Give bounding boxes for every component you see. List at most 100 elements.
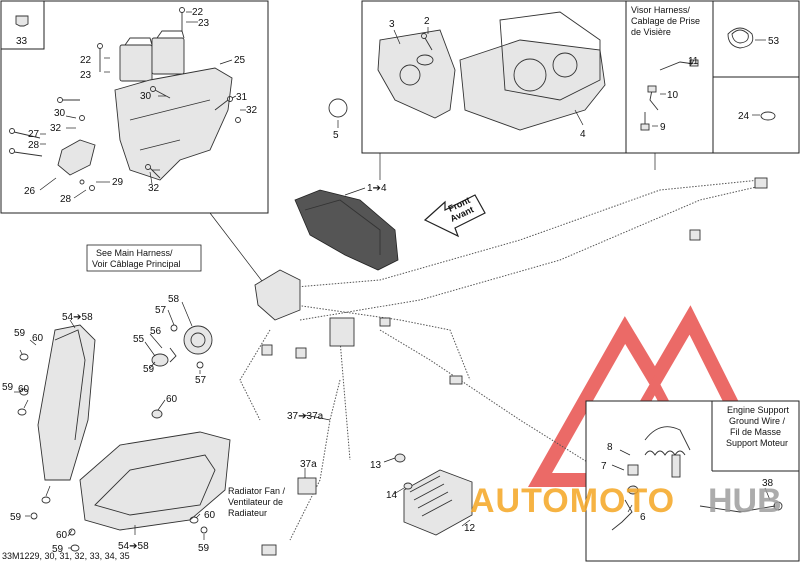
callout-54-58: 54➔58	[118, 541, 149, 552]
radiator-fan-harness: 37➔37a 37a Radiator Fan / Ventilateur de…	[228, 411, 331, 556]
left-headlamp: 54➔58	[37, 312, 96, 481]
callout-59: 59	[52, 544, 64, 555]
callout-32: 32	[246, 105, 258, 116]
callout-1-4: 1➔4	[367, 183, 387, 194]
headlamp-icon	[79, 431, 231, 531]
callout-9: 9	[660, 122, 666, 133]
fasteners: 59 60 59 60 59 60 59 60 59	[2, 328, 216, 555]
callout-60: 60	[204, 510, 216, 521]
gasket-icon	[328, 98, 348, 118]
headlamp-icon	[37, 324, 96, 481]
relay-icon	[151, 37, 185, 75]
callout-4: 4	[580, 129, 586, 140]
figure-code: 33M1229, 30, 31, 32, 33, 34, 35	[2, 551, 130, 561]
svg-text:HUB: HUB	[708, 482, 782, 520]
relay-icon	[119, 44, 153, 82]
ground-wire-icon	[699, 505, 776, 513]
callout-23: 23	[198, 18, 210, 29]
callout-26: 26	[24, 186, 36, 197]
callout-56: 56	[150, 326, 162, 337]
bracket-icon	[114, 67, 233, 181]
callout-2: 2	[424, 16, 430, 27]
right-headlamp: 54➔58	[79, 431, 231, 552]
callout-25: 25	[234, 55, 246, 66]
callout-22: 22	[80, 55, 92, 66]
callout-22: 22	[192, 7, 204, 18]
callout-60: 60	[32, 333, 44, 344]
coiled-cable-icon	[644, 450, 686, 456]
callout-32: 32	[148, 183, 160, 194]
callout-60: 60	[56, 530, 68, 541]
callout-3: 3	[389, 19, 395, 30]
ground-wire-label: Engine Support	[727, 405, 790, 415]
callout-60: 60	[18, 384, 30, 395]
callout-32: 32	[50, 123, 62, 134]
ground-wire-label: Fil de Masse	[730, 427, 781, 437]
callout-33: 33	[16, 36, 28, 47]
callout-24: 24	[738, 111, 750, 122]
callout-59: 59	[143, 364, 155, 375]
cover-icon	[183, 325, 213, 355]
harness-wire-icon	[659, 61, 695, 71]
callout-28: 28	[60, 194, 72, 205]
ground-wire-label: Support Moteur	[726, 438, 788, 448]
radiator-fan-label: Ventilateur de	[228, 497, 283, 507]
callout-6: 6	[640, 512, 646, 523]
radiator-fan-label: Radiateur	[228, 508, 267, 518]
grommet-icon	[727, 27, 754, 49]
callout-59: 59	[14, 328, 26, 339]
front-arrow: Front Avant	[423, 194, 486, 238]
callout-13: 13	[370, 460, 382, 471]
bulb-assembly: 57 58 56 55 59 57 60	[133, 294, 213, 419]
callout-37a: 37a	[300, 459, 317, 470]
callout-31: 31	[236, 92, 248, 103]
callout-37-37a: 37➔37a	[287, 411, 324, 422]
main-gauge: 1➔4	[294, 183, 399, 271]
ground-wire-label: Ground Wire /	[729, 416, 786, 426]
connector-icon	[297, 477, 317, 495]
callout-8: 8	[607, 442, 613, 453]
callout-30: 30	[140, 91, 152, 102]
watermark-text: AUTOMOTO HUB	[470, 482, 782, 520]
callout-38: 38	[762, 478, 774, 489]
main-harness	[239, 177, 768, 541]
callout-28: 28	[28, 140, 40, 151]
callout-10: 10	[667, 90, 679, 101]
inset-ground-wire: Engine Support Ground Wire / Fil de Mass…	[585, 400, 800, 562]
callout-59: 59	[10, 512, 22, 523]
callout-7: 7	[601, 461, 607, 472]
regulator-icon	[403, 469, 473, 536]
callout-14: 14	[386, 490, 398, 501]
callout-23: 23	[80, 70, 92, 81]
visor-harness-label: Cablage de Prise	[631, 16, 700, 26]
callout-12: 12	[464, 523, 476, 534]
inset-part-53: 53	[712, 0, 800, 78]
junction-box-icon	[254, 269, 301, 321]
callout-59: 59	[2, 382, 14, 393]
callout-60: 60	[166, 394, 178, 405]
callout-54-58: 54➔58	[62, 312, 93, 323]
inset-gauge-cluster: 3 2 4 5	[328, 0, 627, 154]
main-harness-label: Voir Câblage Principal	[92, 259, 181, 269]
main-harness-note: See Main Harness/ Voir Câblage Principal	[86, 244, 202, 272]
connector-icon	[261, 544, 277, 556]
clip-icon	[760, 111, 776, 121]
callout-53: 53	[768, 36, 780, 47]
callout-57: 57	[155, 305, 167, 316]
connector-icon	[15, 15, 29, 27]
small-bracket-icon	[57, 139, 96, 176]
radiator-fan-label: Radiator Fan /	[228, 486, 286, 496]
visor-harness-label: Visor Harness/	[631, 5, 690, 15]
inset-part-24: 24	[712, 76, 800, 154]
main-harness-label: See Main Harness/	[96, 248, 173, 258]
gauge-housing-icon	[459, 39, 606, 131]
callout-57: 57	[195, 375, 207, 386]
callout-29: 29	[112, 177, 124, 188]
callout-58: 58	[168, 294, 180, 305]
callout-30: 30	[54, 108, 66, 119]
callout-5: 5	[333, 130, 339, 141]
callout-11: 11	[688, 56, 699, 67]
bezel-icon	[377, 29, 456, 119]
voltage-regulator: 13 14 12	[370, 453, 476, 536]
